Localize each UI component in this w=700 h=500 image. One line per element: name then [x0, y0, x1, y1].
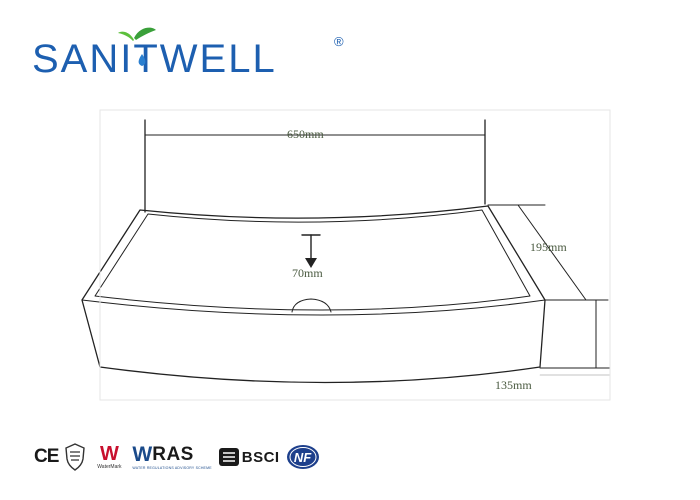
- basin-outer-outline: [81, 205, 546, 384]
- watermark-text: WaterMark: [97, 464, 122, 470]
- height-dimension-label: 135mm: [495, 378, 532, 392]
- width-dimension-label: 650mm: [287, 127, 324, 141]
- brand-logo: SANITWELL ®: [30, 24, 360, 84]
- wras-text: RAS: [152, 444, 194, 465]
- brand-logo-graphic: SANITWELL ®: [32, 27, 344, 81]
- drain: [291, 298, 332, 313]
- down-arrow-icon: [305, 258, 317, 268]
- basin-depth-label: 70mm: [292, 266, 323, 280]
- upc-shield-icon: [64, 443, 86, 471]
- watermark-logo: W WaterMark: [92, 444, 126, 470]
- certification-logos: CE W WaterMark W RAS WATER REGULATIONS A…: [34, 440, 320, 474]
- watermark-w: W: [99, 443, 119, 465]
- registered-mark: ®: [334, 34, 344, 49]
- nf-text: NF: [293, 449, 312, 465]
- bsci-icon: [218, 448, 239, 466]
- wras-w: W: [132, 443, 153, 466]
- leaf-icon: [118, 27, 156, 41]
- depth-dim-line: [517, 204, 587, 301]
- wras-subtitle: WATER REGULATIONS ADVISORY SCHEME: [132, 466, 212, 470]
- basin-inner-rim: [94, 209, 531, 311]
- drawing-frame: [99, 109, 611, 401]
- brand-name: SANITWELL: [32, 37, 277, 81]
- bsci-logo: BSCI: [218, 446, 280, 468]
- water-drop-icon: [138, 54, 146, 66]
- wras-logo: W RAS WATER REGULATIONS ADVISORY SCHEME: [132, 443, 212, 471]
- bsci-text: BSCI: [241, 448, 280, 466]
- ce-mark: CE: [34, 446, 59, 467]
- nf-badge-icon: NF: [286, 443, 320, 471]
- depth-dimension-label: 195mm: [530, 240, 567, 254]
- basin-front-edge: [81, 299, 546, 316]
